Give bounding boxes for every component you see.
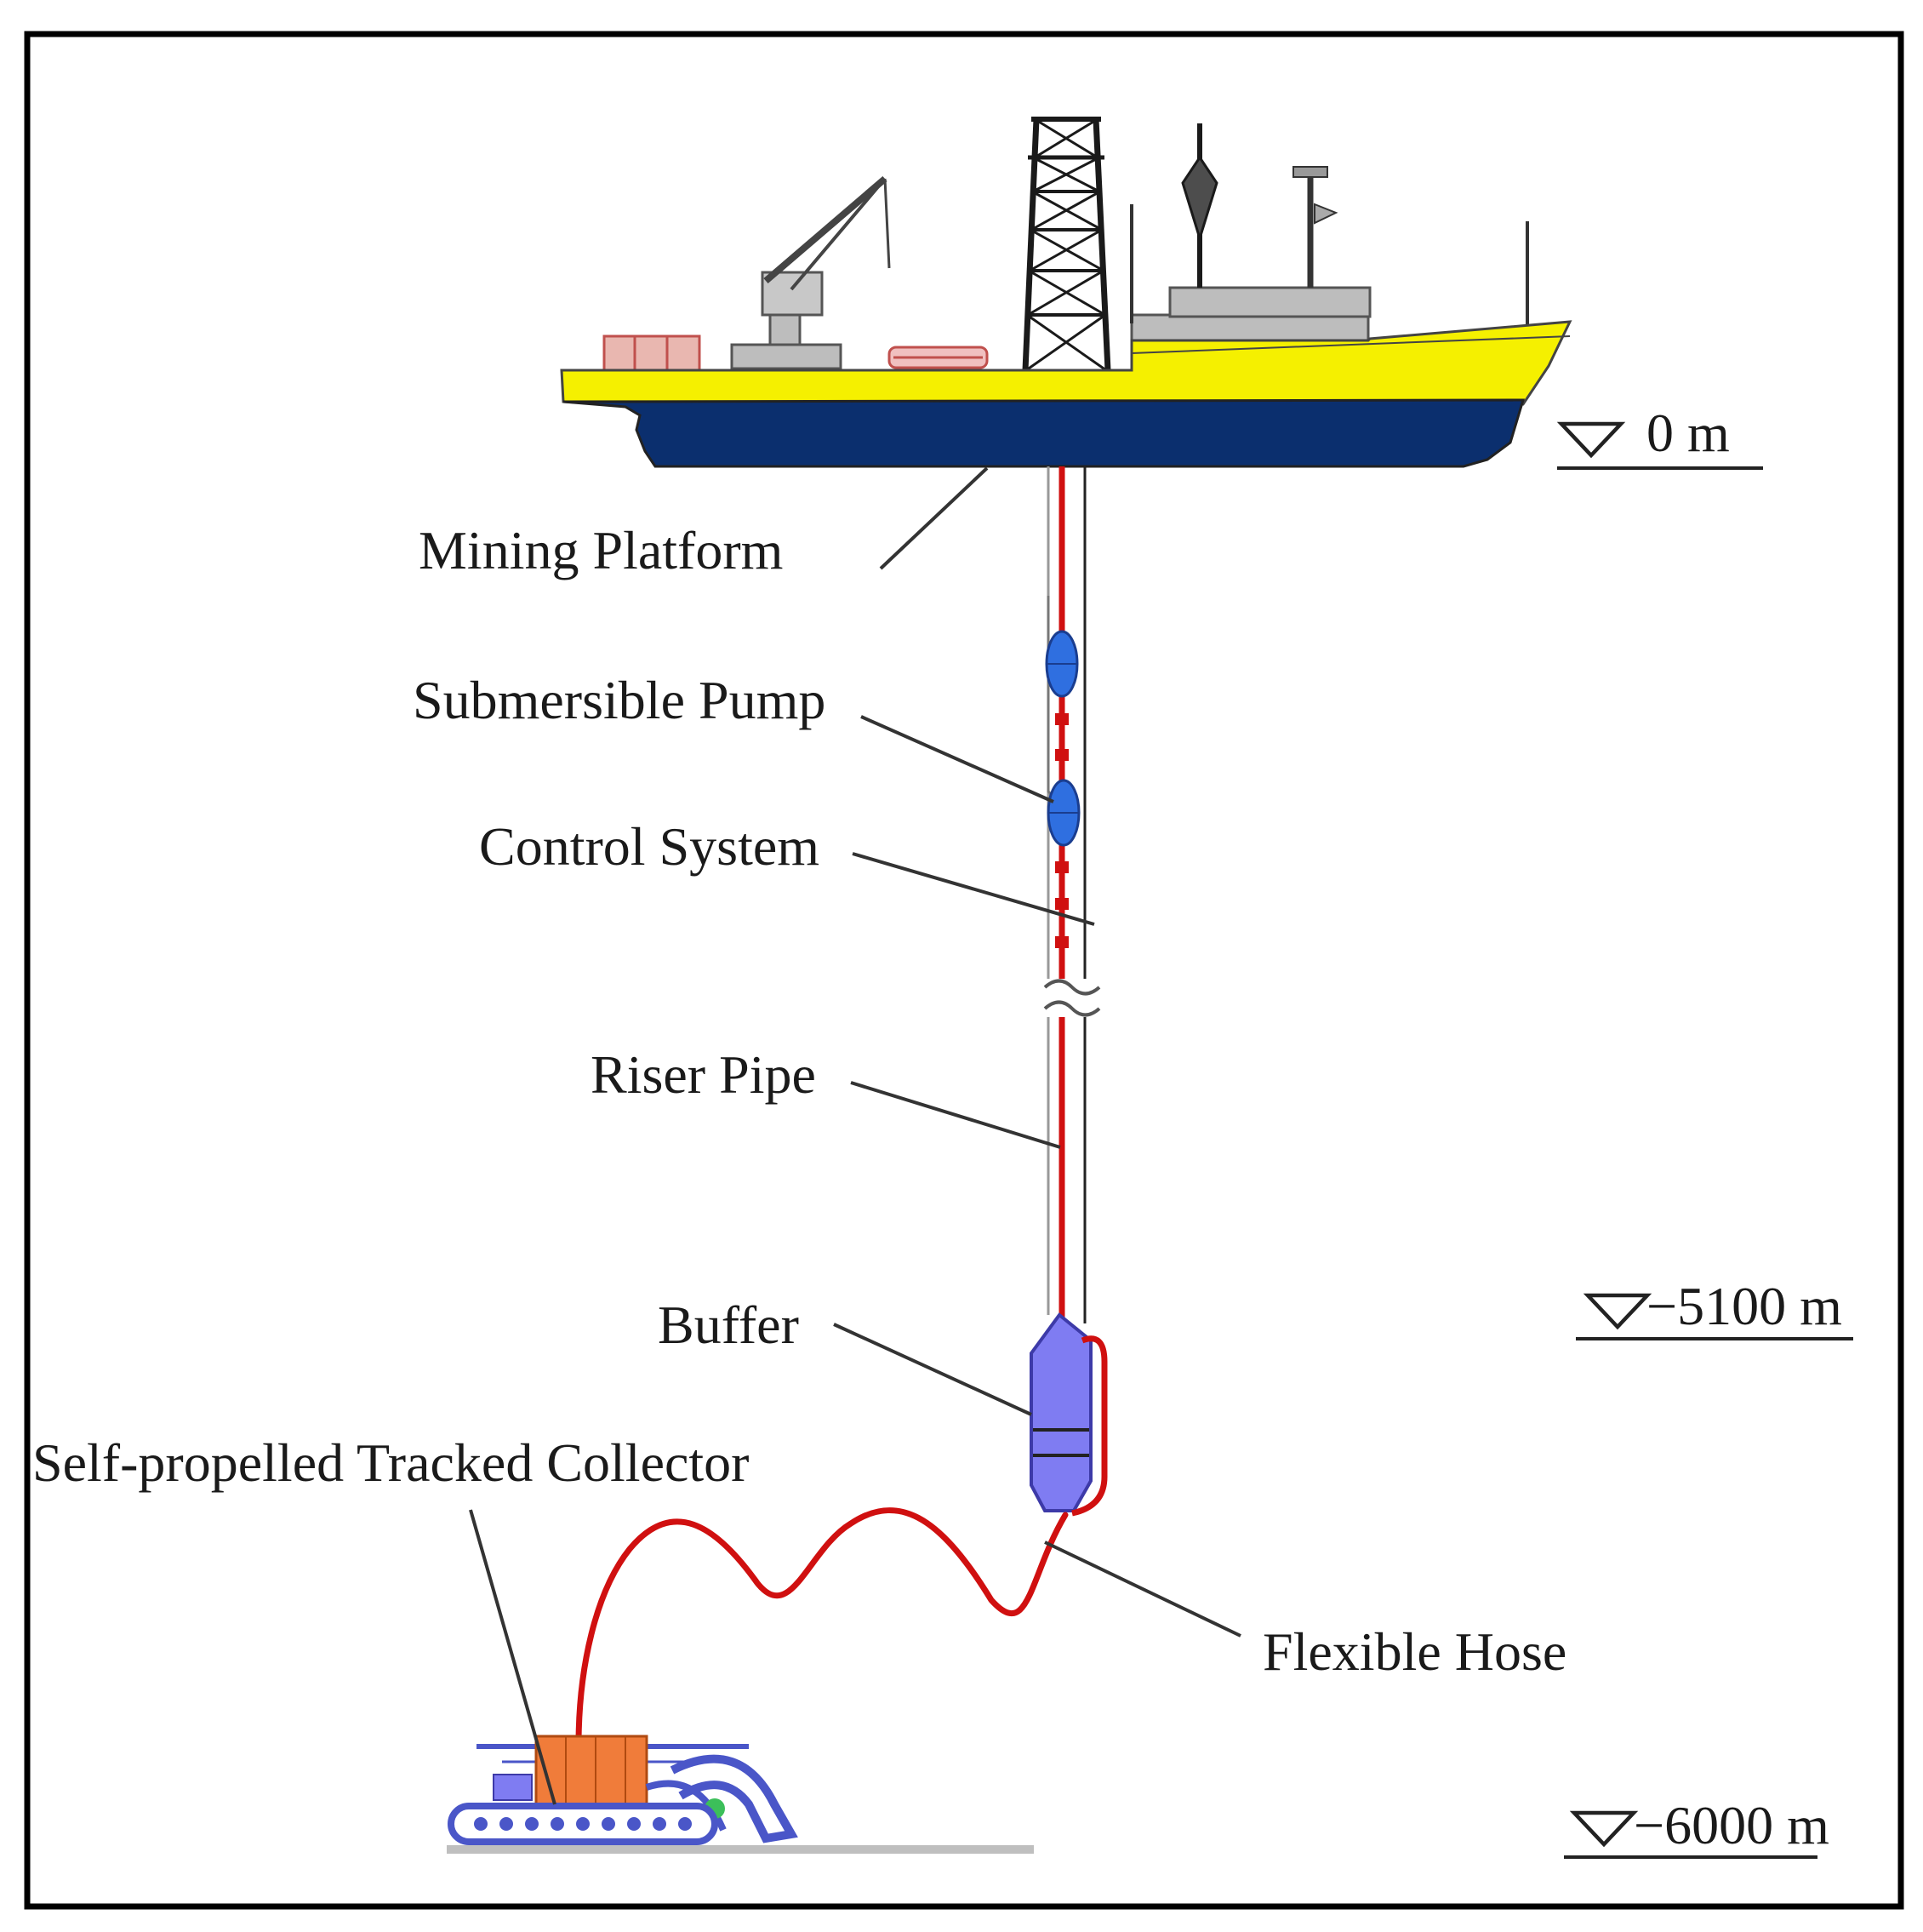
leader-collector xyxy=(469,1509,556,1805)
leader-submersible-pump xyxy=(860,715,1054,803)
water-level-triangle-icon xyxy=(1569,1810,1639,1848)
water-level-triangle-icon xyxy=(1583,1293,1652,1330)
drilling-derrick xyxy=(1022,117,1111,372)
riser-assembly xyxy=(575,466,1108,1748)
pipe-break-symbol xyxy=(1040,979,1101,1017)
pipe-rack xyxy=(887,346,989,369)
leader-mining-platform xyxy=(879,466,989,570)
label-riser-pipe: Riser Pipe xyxy=(591,1044,816,1105)
hull-bottom xyxy=(562,398,1526,468)
seabed-line xyxy=(447,1845,1034,1854)
depth-label-surface: 0 m xyxy=(1646,403,1730,463)
label-mining-platform: Mining Platform xyxy=(419,520,783,580)
label-collector: Self-propelled Tracked Collector xyxy=(32,1432,749,1493)
mining-platform-vessel xyxy=(560,117,1572,468)
water-level-triangle-icon xyxy=(1556,421,1626,459)
depth-label-buffer: −5100 m xyxy=(1646,1276,1842,1336)
bridge-superstructure xyxy=(1130,123,1529,342)
buffer-unit xyxy=(1030,1312,1108,1517)
leader-control-system xyxy=(852,852,1095,926)
leader-riser-pipe xyxy=(850,1081,1061,1149)
submersible-pump-upper xyxy=(1045,630,1079,698)
submersible-pump-lower xyxy=(1047,779,1081,847)
depth-marker-buffer: −5100 m xyxy=(1576,1276,1853,1340)
label-flexible-hose: Flexible Hose xyxy=(1263,1621,1566,1682)
diagram-frame xyxy=(24,31,1904,1910)
depth-marker-seabed: −6000 m xyxy=(1564,1795,1829,1859)
label-submersible-pump: Submersible Pump xyxy=(413,670,825,730)
leader-flexible-hose xyxy=(1044,1540,1241,1638)
riser-couplings xyxy=(1055,713,1069,948)
flexible-hose xyxy=(575,1507,1069,1748)
label-control-system: Control System xyxy=(479,816,819,877)
depth-marker-surface: 0 m xyxy=(1556,403,1763,470)
deck-containers xyxy=(602,334,701,372)
leader-buffer xyxy=(833,1323,1032,1416)
tracked-collector xyxy=(447,1735,1034,1854)
crane xyxy=(730,175,891,370)
label-buffer: Buffer xyxy=(658,1295,799,1355)
depth-label-seabed: −6000 m xyxy=(1634,1795,1829,1855)
